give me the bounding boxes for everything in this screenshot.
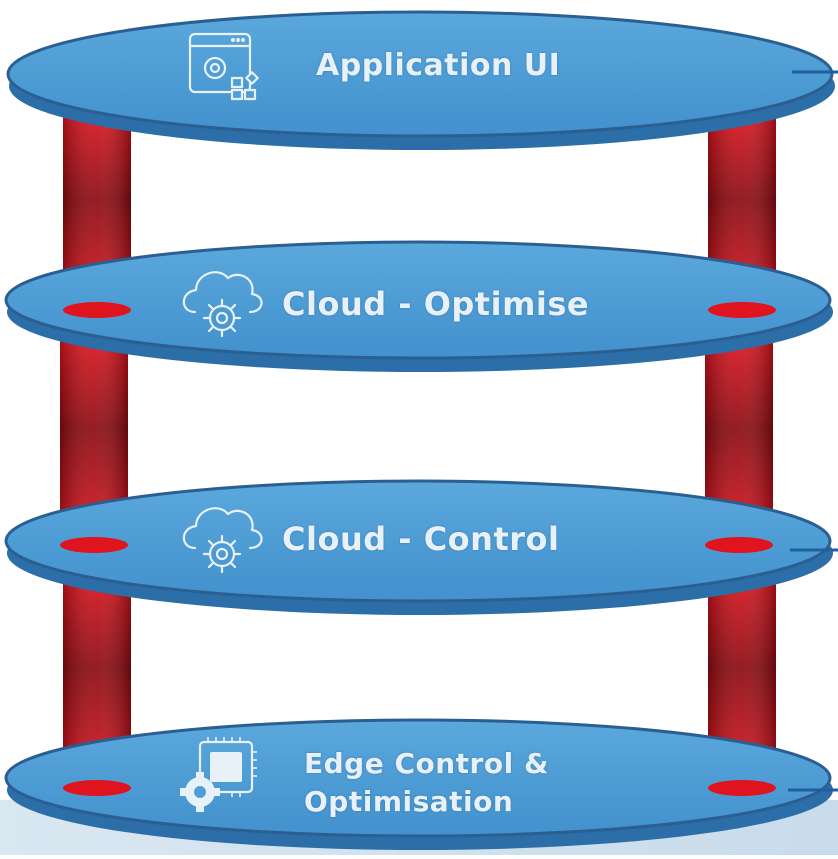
cloud-gear-icon bbox=[182, 271, 263, 338]
layer-disc-application-ui bbox=[6, 10, 838, 150]
chip-gear-icon bbox=[180, 737, 257, 812]
layer-label-edge-line2: Optimisation bbox=[304, 785, 514, 818]
app-settings-icon bbox=[188, 32, 259, 101]
cloud-gear-icon bbox=[182, 507, 263, 574]
layer-label-cloud-control: Cloud - Control bbox=[282, 520, 560, 558]
layer-label-application-ui: Application UI bbox=[316, 48, 561, 83]
layer-label-edge-control: Edge Control & Optimisation bbox=[304, 745, 549, 821]
layer-disc-cloud-optimise bbox=[4, 240, 833, 372]
layer-label-edge-line1: Edge Control & bbox=[304, 747, 549, 780]
layer-disc-cloud-control bbox=[4, 479, 838, 615]
pillars bbox=[60, 110, 776, 788]
layer-label-cloud-optimise: Cloud - Optimise bbox=[282, 285, 590, 323]
